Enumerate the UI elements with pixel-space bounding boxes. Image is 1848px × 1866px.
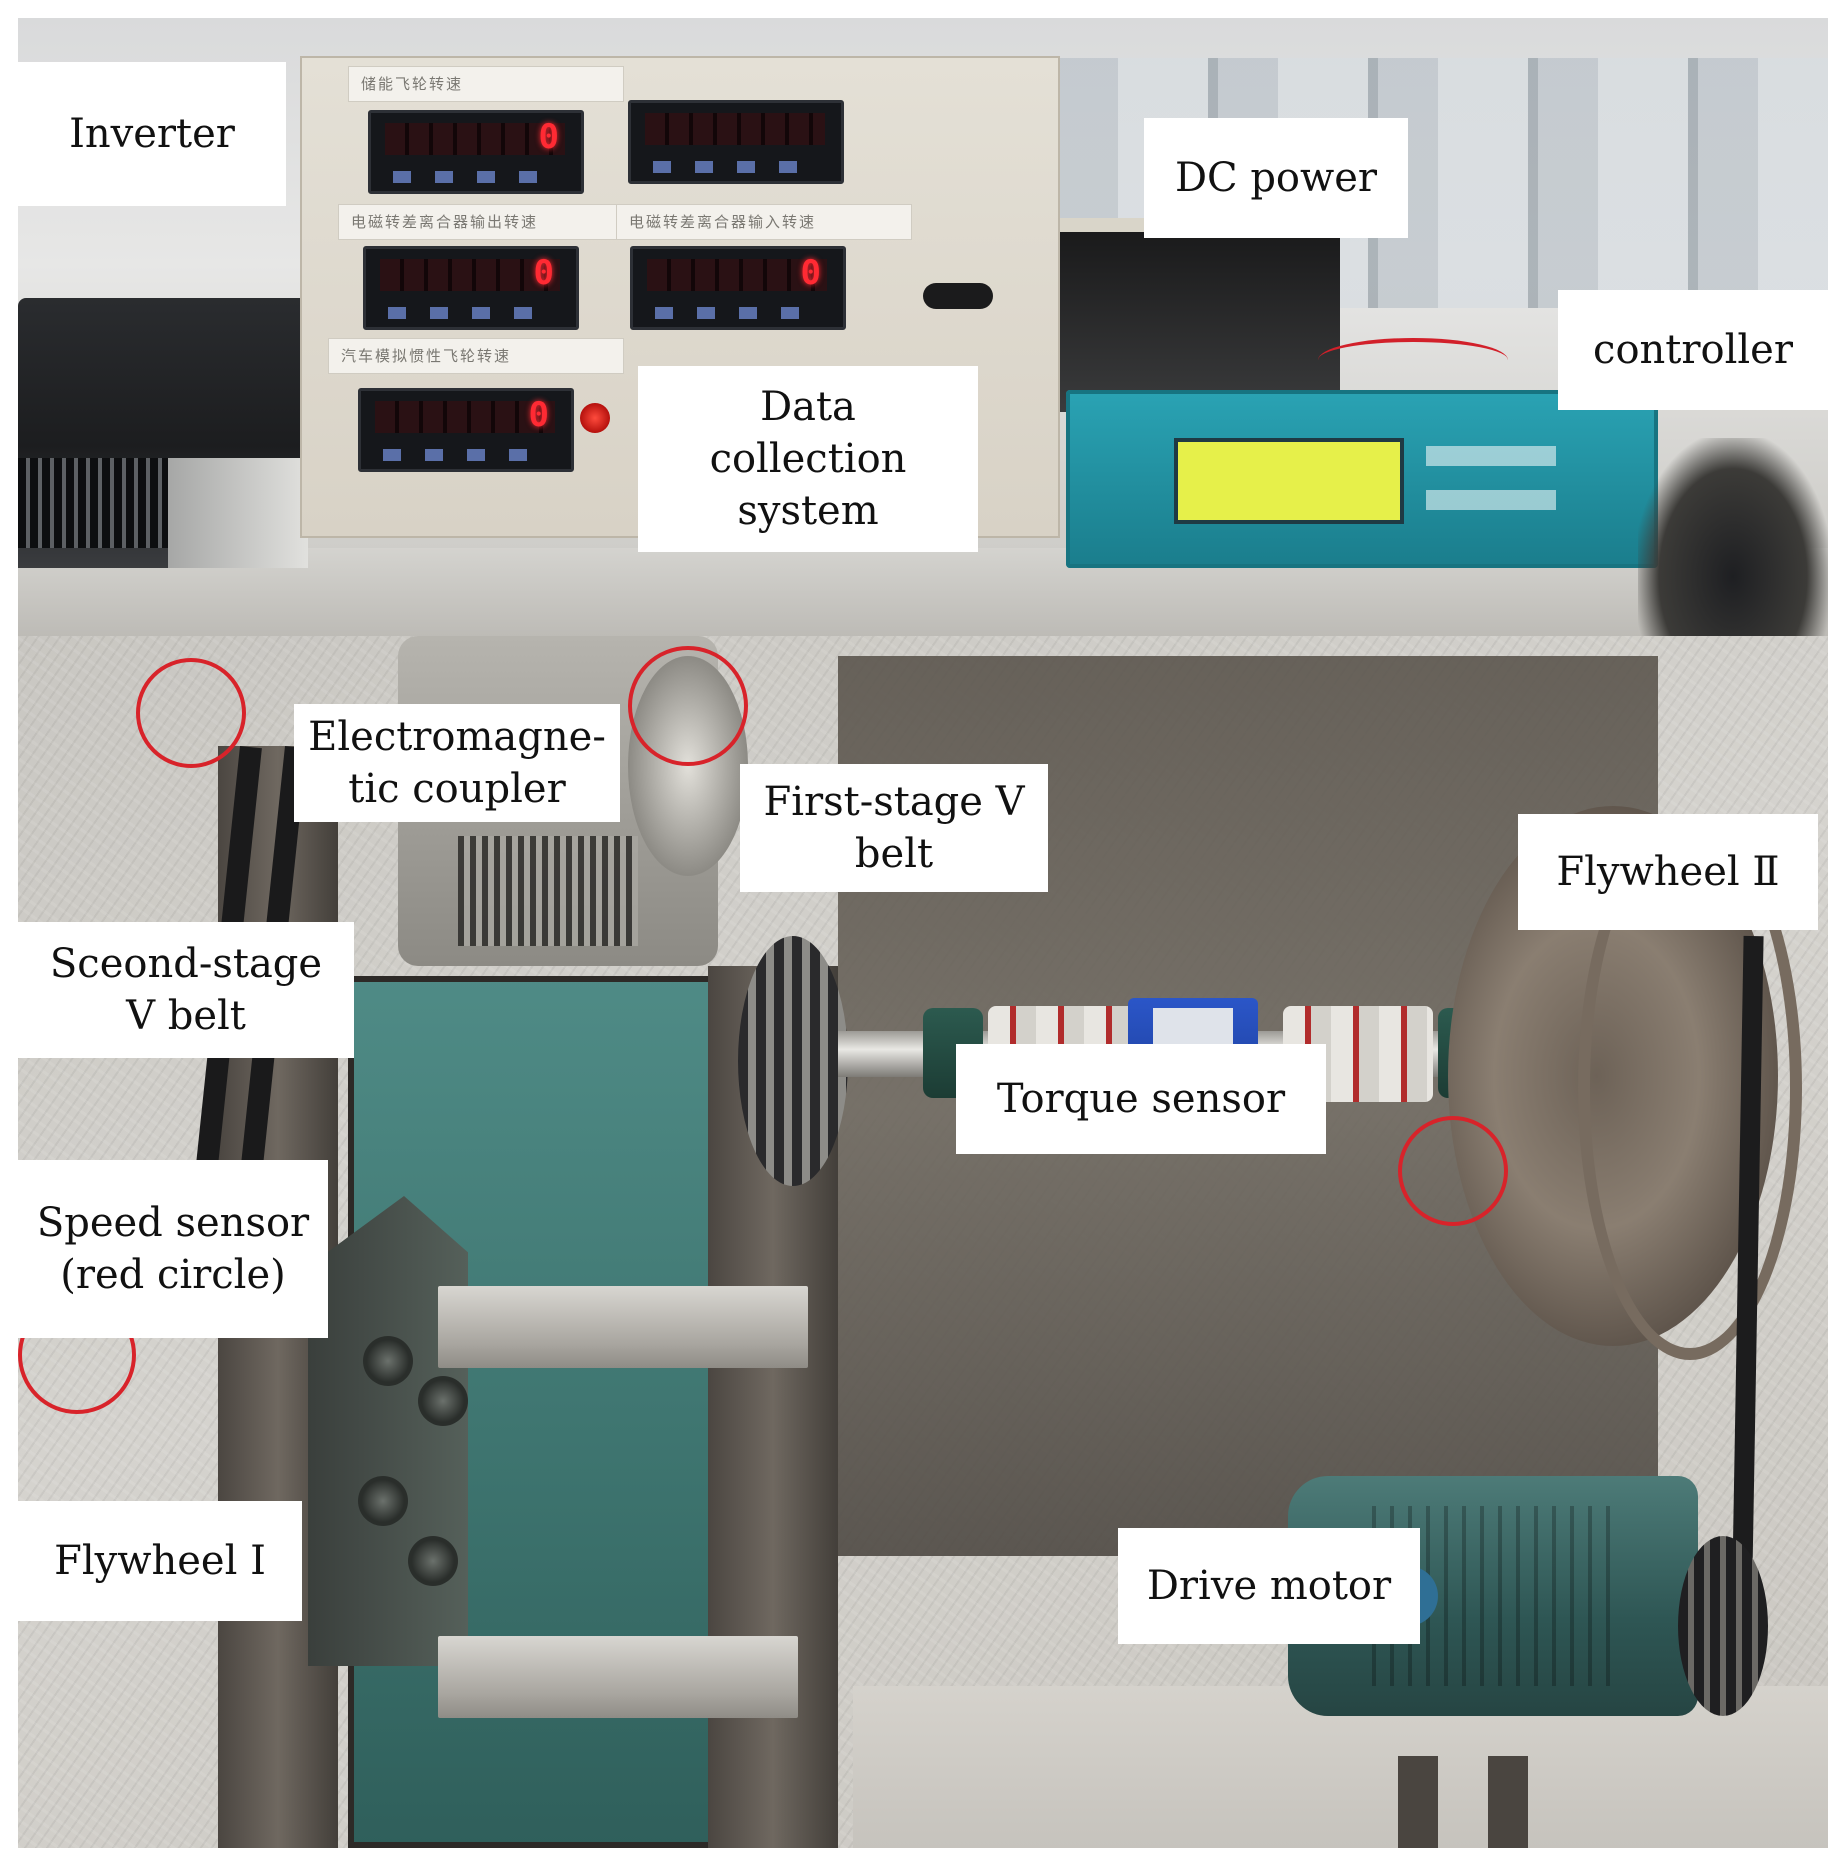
base-rail — [1398, 1756, 1438, 1848]
label-electromagnetic-coupler: Electromagne- tic coupler — [294, 704, 620, 822]
gear-hole — [418, 1376, 468, 1426]
meter-digit-window — [375, 401, 555, 433]
meter-digit-window — [645, 113, 825, 145]
meter-keys — [653, 161, 819, 173]
meter-keys — [393, 171, 559, 183]
label-controller: controller — [1558, 290, 1828, 410]
gear-hole — [358, 1476, 408, 1526]
meter-reading: 0 — [800, 253, 821, 293]
red-wire — [1318, 338, 1508, 382]
meter-keys — [383, 449, 549, 461]
meter-digit-window — [647, 259, 827, 291]
control-cabinet-photo: 储能飞轮转速 0 电磁转差离合器输出转速 电磁转差离合器输入转速 0 0 汽车模… — [18, 18, 1828, 636]
gear-hole — [408, 1536, 458, 1586]
meter-reading: 0 — [528, 395, 549, 435]
label-first-stage-v-belt: First-stage V belt — [740, 764, 1048, 892]
label-flywheel-2: Flywheel Ⅱ — [1518, 814, 1818, 930]
angle-steel-lower — [438, 1636, 798, 1718]
label-speed-sensor: Speed sensor (red circle) — [18, 1160, 328, 1338]
gear-hole — [363, 1336, 413, 1386]
speed-meter-4: 0 — [630, 246, 846, 330]
cabinet-label-vehicle-inertia: 汽车模拟惯性飞轮转速 — [328, 338, 624, 374]
inverter-stand — [168, 458, 308, 568]
label-data-collection-system: Data collection system — [638, 366, 978, 552]
dc-power-supply — [1060, 218, 1340, 412]
label-inverter: Inverter — [18, 62, 286, 206]
coupler-vent-grille — [458, 836, 638, 946]
flywheel-1-assembly — [308, 1196, 468, 1666]
speed-sensor-marker-2 — [628, 646, 748, 766]
inverter-heatsink — [18, 458, 168, 548]
angle-steel-upper — [438, 1286, 808, 1368]
base-rail — [1488, 1756, 1528, 1848]
label-second-stage-v-belt: Sceond-stage V belt — [18, 922, 354, 1058]
torque-sensor-nameplate — [1153, 1008, 1233, 1048]
cabinet-label-coupler-output: 电磁转差离合器输出转速 — [338, 204, 634, 240]
controller-buttons — [1426, 436, 1556, 516]
controller-unit — [1066, 390, 1658, 568]
figure-frame: 储能飞轮转速 0 电磁转差离合器输出转速 电磁转差离合器输入转速 0 0 汽车模… — [18, 18, 1828, 1848]
motor-pulley — [1678, 1536, 1768, 1716]
label-torque-sensor: Torque sensor — [956, 1044, 1326, 1154]
controller-lcd — [1174, 438, 1404, 524]
label-dc-power: DC power — [1144, 118, 1408, 238]
indicator-lamp — [580, 403, 610, 433]
meter-reading: 0 — [533, 253, 554, 293]
cabinet-label-flywheel-speed: 储能飞轮转速 — [348, 66, 624, 102]
speed-meter-5: 0 — [358, 388, 574, 472]
meter-reading: 0 — [538, 117, 559, 157]
cabinet-label-coupler-input: 电磁转差离合器输入转速 — [616, 204, 912, 240]
speed-sensor-marker-3 — [1398, 1116, 1508, 1226]
label-flywheel-1: Flywheel Ⅰ — [18, 1501, 302, 1621]
first-stage-pulley — [738, 936, 848, 1186]
label-drive-motor: Drive motor — [1118, 1528, 1420, 1644]
cable-bundle — [1638, 438, 1828, 636]
test-bench-photo: Electromagne- tic coupler First-stage V … — [18, 636, 1828, 1848]
speed-meter-2 — [628, 100, 844, 184]
speed-meter-1: 0 — [368, 110, 584, 194]
meter-digit-window — [385, 123, 565, 155]
meter-keys — [388, 307, 554, 319]
speed-meter-3: 0 — [363, 246, 579, 330]
speed-sensor-marker-1 — [136, 658, 246, 768]
meter-digit-window — [380, 259, 560, 291]
meter-keys — [655, 307, 821, 319]
rotary-switch — [923, 283, 993, 309]
